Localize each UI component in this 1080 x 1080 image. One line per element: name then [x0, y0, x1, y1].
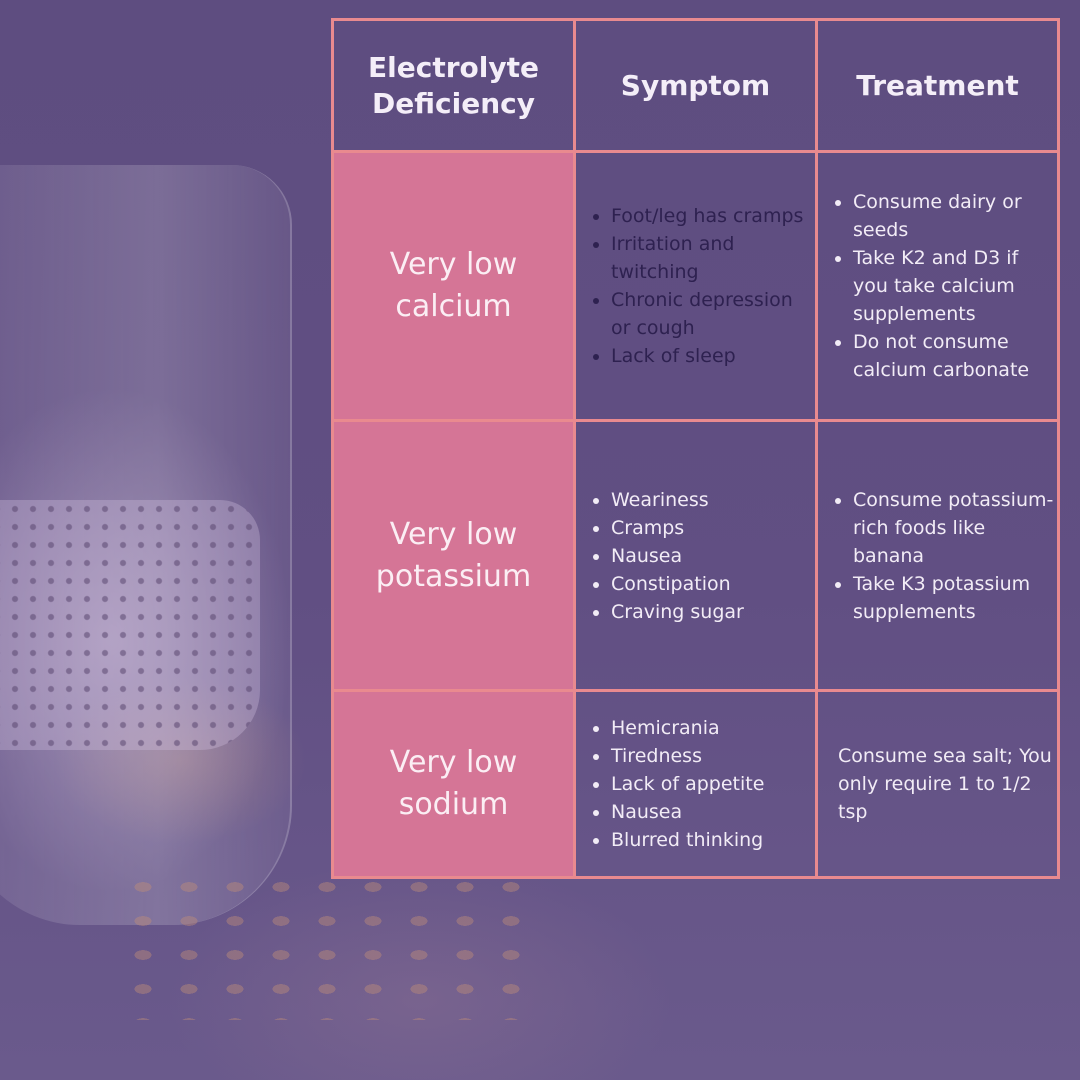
table-header-row: Electrolyte Deficiency Symptom Treatment — [331, 18, 1060, 153]
list-item: Do not consume calcium carbonate — [853, 328, 1057, 384]
list-item: Lack of sleep — [611, 342, 815, 370]
granola-crumbs-image — [120, 870, 540, 1020]
list-item: Irritation and twitching — [611, 230, 815, 286]
list-item: Hemicrania — [611, 714, 815, 742]
treatment-cell: Consume dairy or seeds Take K2 and D3 if… — [815, 150, 1060, 422]
table-row-potassium: Very low potassium Weariness Cramps Naus… — [331, 419, 1060, 692]
chia-pudding-image — [0, 500, 260, 750]
table-row-calcium: Very low calcium Foot/leg has cramps Irr… — [331, 150, 1060, 422]
electrolyte-table: Electrolyte Deficiency Symptom Treatment… — [331, 18, 1060, 879]
symptom-cell: Weariness Cramps Nausea Constipation Cra… — [573, 419, 818, 692]
treatment-cell: Consume sea salt; You only require 1 to … — [815, 689, 1060, 879]
header-symptom: Symptom — [573, 18, 818, 153]
list-item: Take K2 and D3 if you take calcium suppl… — [853, 244, 1057, 328]
table-row-sodium: Very low sodium Hemicrania Tiredness Lac… — [331, 689, 1060, 879]
deficiency-cell: Very low sodium — [331, 689, 576, 879]
list-item: Take K3 potassium supplements — [853, 570, 1057, 626]
list-item: Consume potassium-rich foods like banana — [853, 486, 1057, 570]
treatment-list: Consume potassium-rich foods like banana… — [818, 486, 1057, 626]
symptom-list: Foot/leg has cramps Irritation and twitc… — [576, 202, 815, 370]
symptom-cell: Hemicrania Tiredness Lack of appetite Na… — [573, 689, 818, 879]
list-item: Nausea — [611, 542, 815, 570]
list-item: Constipation — [611, 570, 815, 598]
symptom-list: Hemicrania Tiredness Lack of appetite Na… — [576, 714, 815, 854]
list-item: Weariness — [611, 486, 815, 514]
symptom-list: Weariness Cramps Nausea Constipation Cra… — [576, 486, 815, 626]
treatment-text: Consume sea salt; You only require 1 to … — [838, 745, 1052, 823]
symptom-cell: Foot/leg has cramps Irritation and twitc… — [573, 150, 818, 422]
list-item: Cramps — [611, 514, 815, 542]
treatment-list: Consume dairy or seeds Take K2 and D3 if… — [818, 188, 1057, 384]
list-item: Blurred thinking — [611, 826, 815, 854]
list-item: Craving sugar — [611, 598, 815, 626]
list-item: Foot/leg has cramps — [611, 202, 815, 230]
list-item: Tiredness — [611, 742, 815, 770]
list-item: Consume dairy or seeds — [853, 188, 1057, 244]
deficiency-cell: Very low potassium — [331, 419, 576, 692]
list-item: Chronic depression or cough — [611, 286, 815, 342]
deficiency-cell: Very low calcium — [331, 150, 576, 422]
header-treatment: Treatment — [815, 18, 1060, 153]
list-item: Lack of appetite — [611, 770, 815, 798]
list-item: Nausea — [611, 798, 815, 826]
treatment-cell: Consume potassium-rich foods like banana… — [815, 419, 1060, 692]
header-deficiency: Electrolyte Deficiency — [331, 18, 576, 153]
